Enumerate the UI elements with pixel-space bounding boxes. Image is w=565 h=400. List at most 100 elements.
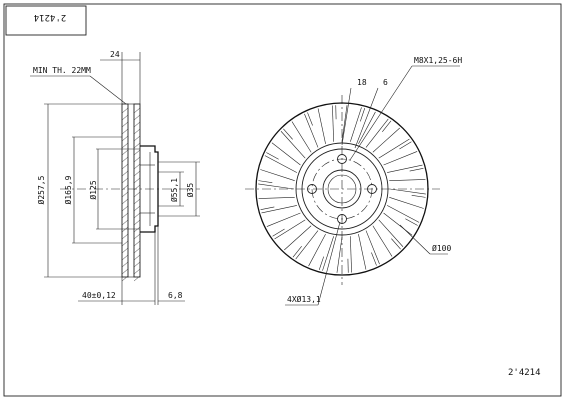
side-view: Ø257,5 Ø165,9 Ø125 Ø55,1 Ø35 24 MIN TH. … [30, 50, 200, 305]
hatch-line [121, 142, 129, 149]
hatch-line [121, 219, 129, 226]
vane-line [280, 131, 306, 159]
vane-line [372, 225, 393, 257]
center-bore-label: Ø55,1 [169, 178, 179, 202]
disc-outer-circle [255, 102, 429, 276]
vane-line [341, 105, 348, 142]
hatch-line [133, 114, 141, 121]
hatch-line [121, 268, 129, 275]
hatch-line [121, 247, 129, 254]
hatch-line [133, 219, 141, 226]
height-tol-label: 40±0,12 [82, 291, 116, 300]
hatch-line [121, 261, 129, 268]
vane-line [258, 197, 295, 199]
vane-line [295, 230, 319, 260]
vane-line [350, 236, 352, 273]
min-thickness-label: MIN TH. 22MM [33, 66, 91, 75]
vane-short-line [360, 108, 366, 122]
vane-line [304, 113, 319, 148]
hatch-line [121, 163, 129, 170]
hatch-line [121, 184, 129, 191]
hatch-line [133, 142, 141, 149]
bolt-hole [337, 214, 347, 224]
hatch-line [121, 240, 129, 247]
vane-line [358, 111, 376, 145]
vane-line [274, 219, 306, 240]
rotor-plate-left [121, 103, 129, 278]
hatch-line [133, 128, 141, 135]
hatch-line [133, 107, 141, 114]
hatch-line [121, 128, 129, 135]
hatch-line [121, 275, 129, 282]
drawing-frame [3, 3, 562, 397]
vane-short-line [260, 206, 275, 210]
vane-count-label: 18 [357, 78, 367, 87]
vane-line [291, 121, 312, 153]
hatch-line [133, 268, 141, 275]
hatch-line [121, 170, 129, 177]
pcd-leader [399, 224, 431, 255]
hatch-line [133, 205, 141, 212]
hatch-line [133, 149, 141, 156]
vane-line [266, 212, 301, 227]
vane-line [378, 138, 410, 159]
hatch-line [121, 198, 129, 205]
vane-line [317, 108, 326, 144]
vane-line [284, 225, 312, 251]
vane-line [372, 127, 400, 153]
hub-thickness-label: 6,8 [168, 291, 183, 300]
vane-line [358, 234, 367, 270]
hatch-line [133, 275, 141, 282]
vane-line [350, 107, 362, 142]
vane-line [260, 169, 295, 181]
bolt-hole [337, 154, 347, 164]
hatch-line [133, 184, 141, 191]
vane-line [308, 233, 326, 267]
hatch-line [133, 247, 141, 254]
hatch-line [121, 156, 129, 163]
hatch-line [133, 254, 141, 261]
vane-short-line [307, 112, 313, 126]
vane-line [386, 205, 420, 223]
vane-line [383, 151, 418, 166]
hatch-line [133, 198, 141, 205]
hatch-line [133, 135, 141, 142]
hatch-line [133, 121, 141, 128]
hatch-line [121, 254, 129, 261]
vane-short-line [409, 168, 424, 172]
vane-line [365, 118, 389, 148]
hatch-line [121, 212, 129, 219]
vane-short-line [318, 256, 324, 270]
hatch-line [133, 191, 141, 198]
hatch-line [121, 191, 129, 198]
vane-line [389, 197, 424, 209]
thread-label: M8X1,25-6H [414, 56, 462, 65]
vane-line [389, 188, 426, 195]
hatch-line [133, 226, 141, 233]
vane-short-line [382, 120, 392, 132]
hat-diameter-label: Ø165,9 [63, 175, 73, 204]
vane-short-line [292, 246, 302, 258]
vane-line [387, 164, 423, 173]
vane-line [365, 230, 380, 265]
vane-short-line [272, 228, 285, 237]
vane-line [258, 183, 295, 190]
pcd-label: Ø100 [432, 243, 451, 253]
hatch-line [133, 170, 141, 177]
vane-line [264, 155, 298, 173]
hatch-line [133, 212, 141, 219]
hatch-line [133, 233, 141, 240]
hatch-line [121, 107, 129, 114]
vane-short-line [391, 238, 401, 250]
leader-18 [341, 87, 352, 146]
vane-line [378, 219, 404, 247]
hatch-line [133, 163, 141, 170]
hatch-line [121, 226, 129, 233]
hatch-line [121, 233, 129, 240]
hatch-line [121, 205, 129, 212]
bolt-hole [367, 184, 377, 194]
cooling-vanes [258, 105, 426, 273]
thickness-label: 24 [110, 50, 120, 59]
vane-line [389, 179, 426, 181]
vane-line [261, 205, 297, 214]
